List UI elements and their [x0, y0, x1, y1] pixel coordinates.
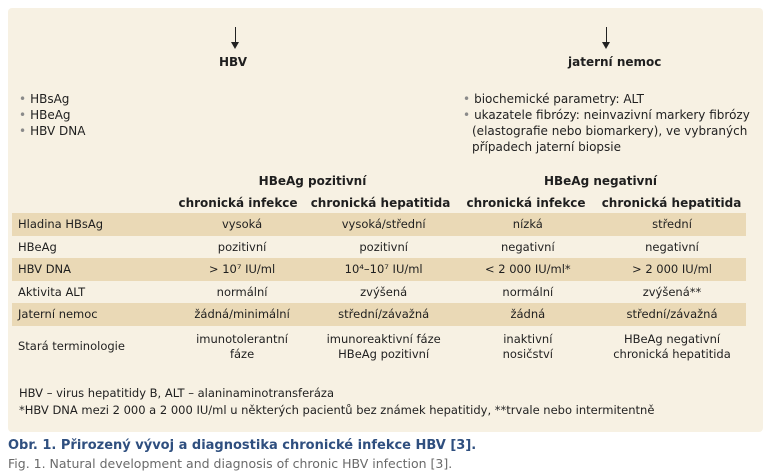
cell-line: nosičství — [502, 346, 553, 361]
table-cell: negativní — [645, 239, 699, 254]
table-row: HBeAg pozitivní pozitivní negativní nega… — [12, 236, 746, 259]
table-cell: < 2 000 IU/ml* — [457, 258, 599, 281]
table-cell: pozitivní — [359, 239, 408, 254]
table-cell: > 2 000 IU/ml — [598, 258, 746, 281]
table-cell: vysoká — [174, 213, 310, 236]
table-cell: střední/závažná — [598, 303, 746, 326]
table-cell: zvýšená — [360, 284, 408, 299]
list-item: HBsAg — [19, 91, 85, 107]
cell-line: chronická hepatitida — [613, 346, 731, 361]
caption-english: Fig. 1. Natural development and diagnosi… — [8, 456, 453, 471]
subheader: chronická hepatitida — [310, 196, 451, 210]
footnotes: HBV – virus hepatitidy B, ALT – alaninam… — [19, 385, 654, 419]
list-item-continuation: (elastografie nebo biomarkery), ve vybra… — [472, 124, 748, 138]
hbv-phases-table: Hladina HBsAg vysoká vysoká/střední nízk… — [12, 213, 746, 368]
table-cell: inaktivní nosičství — [458, 326, 598, 368]
table-cell: střední — [598, 213, 746, 236]
cell-line: HBeAg negativní — [623, 331, 721, 346]
table-cell: normální — [502, 284, 554, 299]
table-cell: normální — [216, 284, 268, 299]
subheader: chronická infekce — [466, 196, 586, 210]
cell-line: inaktivní — [503, 331, 553, 346]
footnote-abbreviations: HBV – virus hepatitidy B, ALT – alaninam… — [19, 386, 335, 400]
table-cell: pozitivní — [217, 239, 267, 254]
table-row: Stará terminologie imunotolerantní fáze … — [12, 326, 746, 368]
list-item: HBV DNA — [19, 123, 85, 139]
table-cell: vysoká/střední — [309, 213, 458, 236]
cell-line: fáze — [229, 346, 255, 361]
list-item: ukazatele fibrózy: neinvazivní markery f… — [463, 107, 750, 123]
footnote-notes: *HBV DNA mezi 2 000 a 2 000 IU/ml u někt… — [19, 403, 655, 417]
subheader: chronická hepatitida — [601, 196, 742, 210]
table-cell: imunotolerantní fáze — [174, 326, 309, 368]
row-label: HBeAg — [18, 239, 57, 254]
table-cell: střední/závažná — [309, 303, 458, 326]
cell-line: imunotolerantní — [196, 331, 288, 346]
group-header-hbeag-positive: HBeAg pozitivní — [258, 174, 367, 188]
list-item-continuation: případech jaterní biopsie — [472, 140, 622, 154]
cell-line: imunoreaktivní fáze — [326, 331, 441, 346]
table-cell: imunoreaktivní fáze HBeAg pozitivní — [310, 326, 458, 368]
hbv-marker-list: HBsAg HBeAg HBV DNA — [19, 91, 85, 139]
cell-line: HBeAg pozitivní — [338, 346, 430, 361]
hbv-title: HBV — [219, 55, 247, 69]
liver-marker-list: biochemické parametry: ALT ukazatele fib… — [463, 91, 750, 155]
table-cell: negativní — [500, 239, 555, 254]
table-cell: nízká — [457, 213, 599, 236]
table-cell: žádná — [457, 303, 599, 326]
table-cell: HBeAg negativní chronická hepatitida — [598, 326, 746, 368]
table-cell: > 10⁷ IU/ml — [174, 258, 310, 281]
table-row: Aktivita ALT normální zvýšená normální z… — [12, 281, 746, 304]
table-cell: zvýšená** — [642, 284, 702, 299]
group-header-hbeag-negative: HBeAg negativní — [543, 174, 658, 188]
liver-disease-title: jaterní nemoc — [568, 55, 662, 69]
list-item: HBeAg — [19, 107, 85, 123]
subheader: chronická infekce — [178, 196, 298, 210]
table-row: HBV DNA > 10⁷ IU/ml 10⁴–10⁷ IU/ml < 2 00… — [12, 258, 746, 281]
table-row: Jaterní nemoc žádná/minimální střední/zá… — [12, 303, 746, 326]
table-row: Hladina HBsAg vysoká vysoká/střední nízk… — [12, 213, 746, 236]
list-item: biochemické parametry: ALT — [463, 91, 750, 107]
row-label: HBV DNA — [12, 258, 175, 281]
caption-czech: Obr. 1. Přirozený vývoj a diagnostika ch… — [8, 438, 477, 453]
row-label: Hladina HBsAg — [12, 213, 175, 236]
table-cell: 10⁴–10⁷ IU/ml — [309, 258, 458, 281]
row-label: Aktivita ALT — [18, 284, 86, 299]
table-cell: žádná/minimální — [174, 303, 310, 326]
row-label: Jaterní nemoc — [12, 303, 175, 326]
row-label: Stará terminologie — [18, 339, 125, 353]
